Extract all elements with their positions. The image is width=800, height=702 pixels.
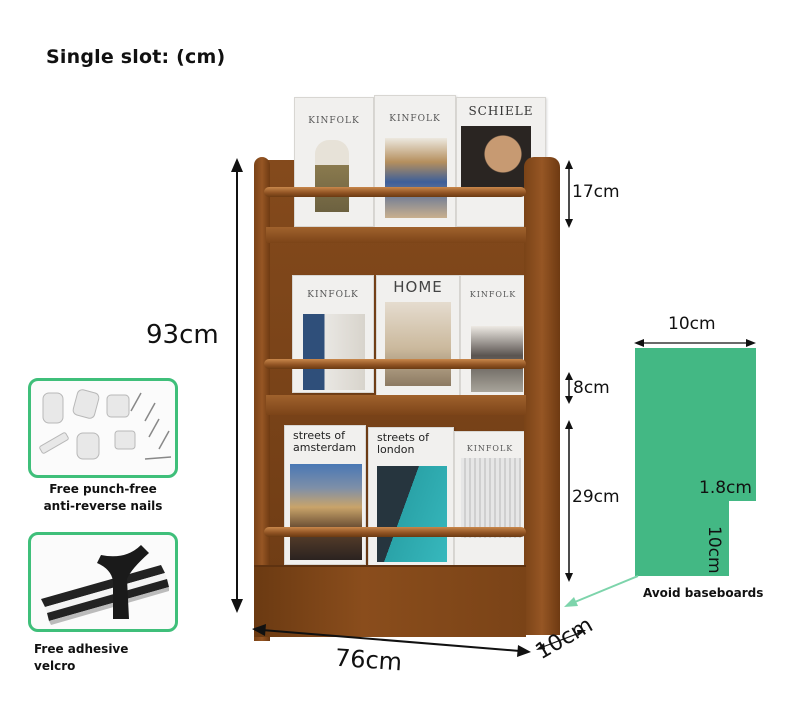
magazine-bottom-3: KINFOLK (454, 431, 526, 569)
notch-height-label: 10cm (704, 526, 724, 574)
magazine-top-1: KINFOLK (294, 97, 374, 227)
left-side-post (254, 157, 270, 641)
front-rail-top (264, 187, 526, 197)
magazine-middle-3: KINFOLK (460, 275, 526, 397)
baseboard-profile-shape (635, 348, 757, 576)
pointer-arrow (560, 574, 640, 610)
bottom-slot-label: 29cm (572, 487, 620, 507)
notch-depth-label: 1.8cm (699, 478, 752, 498)
nails-illustration-icon (39, 389, 172, 460)
shelf-board-top (266, 227, 526, 243)
width-label: 76cm (334, 643, 404, 677)
profile-width-arrow (634, 334, 756, 347)
gap-arrow (564, 372, 574, 404)
shelf-board-middle (266, 395, 526, 415)
top-slot-arrow (564, 160, 574, 228)
nails-caption: Free punch-free anti-reverse nails (43, 482, 163, 513)
magazine-middle-2: HOME (376, 275, 460, 397)
velcro-illustration-icon (41, 545, 169, 625)
height-label: 93cm (146, 320, 219, 350)
accessory-card-nails (28, 378, 178, 478)
width-dimension-arrow (252, 622, 532, 658)
magazine-top-3: SCHIELE (456, 97, 546, 227)
height-dimension-arrow (230, 158, 244, 613)
base-panel (254, 565, 526, 637)
magazine-rack: KINFOLK KINFOLK SCHIELE KINFOLK HOME KIN… (254, 95, 564, 641)
page-title: Single slot: (cm) (46, 46, 226, 68)
top-slot-label: 17cm (572, 182, 620, 202)
depth-dimension-arrow (536, 628, 586, 652)
bottom-slot-arrow (564, 420, 574, 582)
magazine-bottom-1: streets of amsterdam (284, 425, 366, 565)
magazine-middle-1: KINFOLK (292, 275, 374, 393)
front-rail-middle (264, 359, 526, 369)
front-rail-bottom (264, 527, 526, 537)
profile-width-label: 10cm (668, 314, 716, 334)
right-side-post (524, 157, 560, 635)
magazine-top-2: KINFOLK (374, 95, 456, 229)
gap-label: 8cm (573, 378, 610, 398)
profile-caption: Avoid baseboards (643, 586, 764, 600)
velcro-caption: Free adhesive velcro (34, 642, 129, 673)
magazine-bottom-2: streets of london (368, 427, 454, 567)
accessory-card-velcro (28, 532, 178, 632)
